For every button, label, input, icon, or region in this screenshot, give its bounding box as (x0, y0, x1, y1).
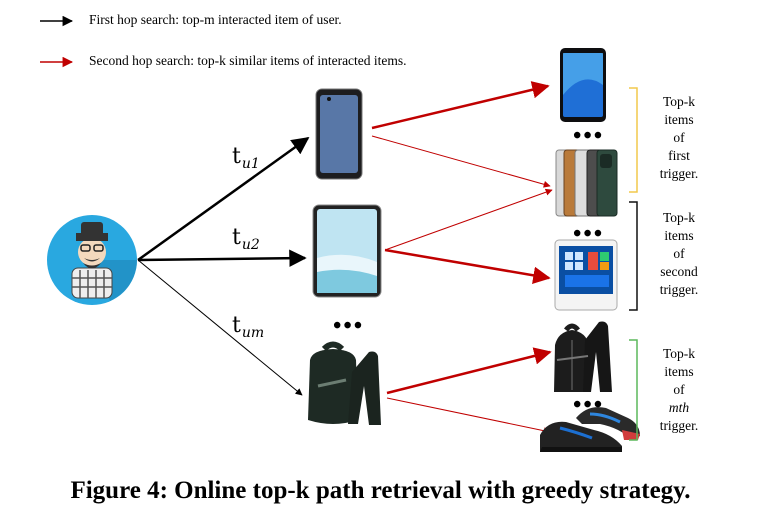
legend-second-hop-label: Second hop search: top-k similar items o… (89, 53, 407, 68)
tracksuit-interacted-item (308, 341, 381, 425)
edge-user-to-phone (137, 136, 310, 262)
edge-label-tu1: tu1 (232, 144, 260, 172)
recommended-sneakers (540, 407, 640, 452)
edge-phone-to-item-2 (371, 135, 551, 188)
ellipsis-interacted-items: ••• (333, 313, 365, 339)
ellipsis-mth-trigger: ••• (573, 392, 605, 418)
legend-first-hop-label: First hop search: top-m interacted item … (89, 12, 342, 27)
edge-tablet-to-item-1 (384, 188, 553, 251)
tablet-interacted-item (312, 204, 382, 298)
edge-label-tu2: tu2 (232, 225, 260, 253)
user-avatar (47, 215, 137, 305)
bracket-mth-trigger (629, 339, 638, 441)
edge-tablet-to-item-2 (384, 248, 551, 284)
bracket-second-trigger (629, 201, 638, 311)
edge-user-to-tablet (137, 249, 307, 267)
edge-label-tum: tum (232, 313, 265, 341)
figure-caption: Figure 4: Online top-k path retrieval wi… (70, 477, 691, 504)
edge-tracksuit-to-item-2 (386, 397, 551, 435)
recommended-windows-tablet (554, 239, 618, 311)
recommended-phone (560, 48, 606, 122)
bracket-first-trigger (629, 87, 638, 193)
phone-interacted-item (315, 88, 363, 180)
ellipsis-first-trigger: ••• (573, 123, 605, 149)
recommended-phones-lineup (555, 149, 618, 217)
edge-phone-to-item-1 (371, 81, 550, 130)
ellipsis-second-trigger: ••• (573, 221, 605, 247)
recommended-tracksuit (554, 321, 612, 392)
edge-tracksuit-to-item-1 (386, 347, 552, 395)
edge-user-to-tracksuit (137, 259, 303, 396)
